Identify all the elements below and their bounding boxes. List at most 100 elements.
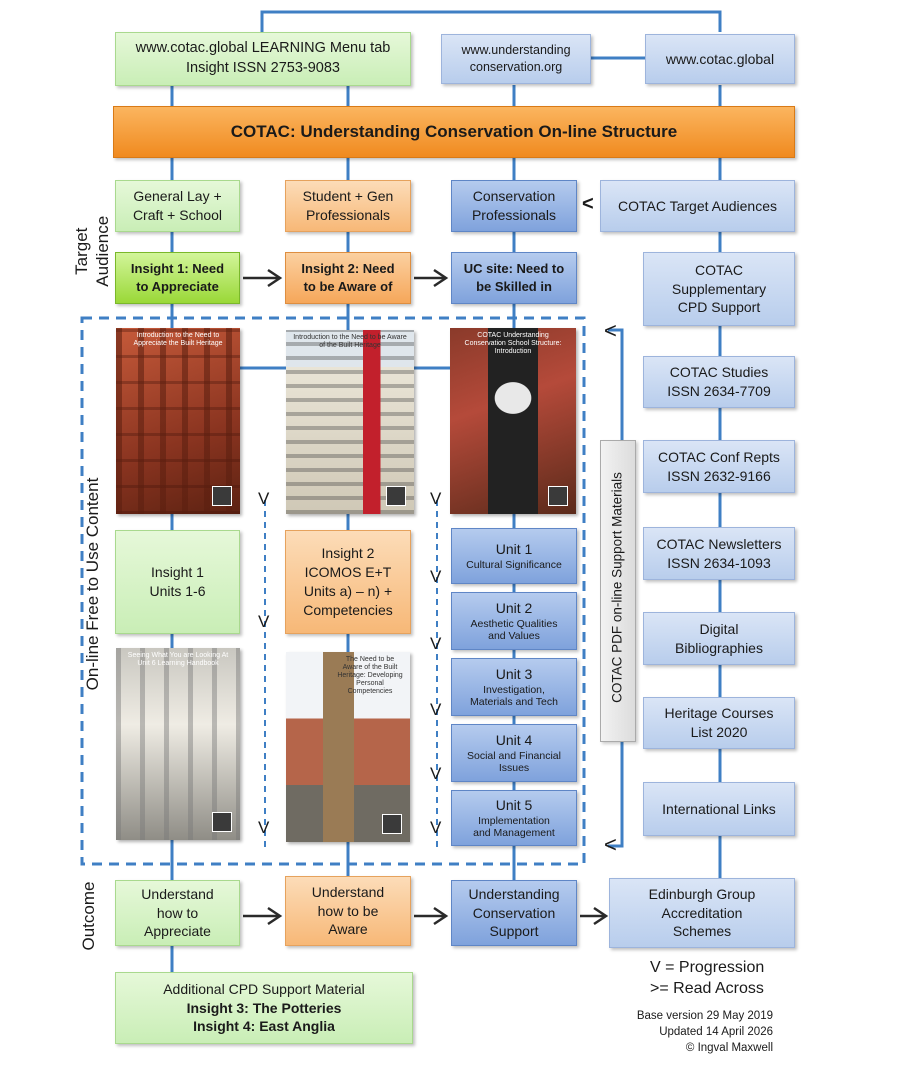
edinburgh-group-box[interactable]: Edinburgh Group Accreditation Schemes — [609, 878, 795, 948]
uc-skilled-line1: UC site: Need to — [463, 261, 565, 277]
unit-2-sub1: Aesthetic Qualities — [470, 617, 558, 630]
cotac-site-box[interactable]: www.cotac.global — [645, 34, 795, 84]
cover-uc-caption: COTAC Understanding Conservation School … — [464, 332, 562, 356]
legend: V = Progression >= Read Across — [650, 958, 764, 1000]
heritage-courses-line2: List 2020 — [690, 724, 748, 740]
additional-cpd-line2: Insight 3: The Potteries — [186, 999, 342, 1016]
insight2-icomos-line2: ICOMOS E+T — [304, 564, 392, 581]
version-footer: Base version 29 May 2019 Updated 14 Apri… — [637, 1008, 773, 1056]
insight2-icomos-line1: Insight 2 — [321, 545, 375, 562]
outcome-aware-line3: Aware — [328, 921, 368, 938]
edinburgh-group-line2: Accreditation — [661, 904, 743, 921]
unit-2-box[interactable]: Unit 2 Aesthetic Qualities and Values — [451, 592, 577, 650]
audience-conservation-line2: Professionals — [471, 207, 557, 223]
heritage-courses-line1: Heritage Courses — [664, 705, 774, 722]
unit-3-title: Unit 3 — [495, 665, 533, 682]
newsletters-box[interactable]: COTAC Newsletters ISSN 2634-1093 — [643, 527, 795, 580]
unit-3-sub1: Investigation, — [483, 683, 545, 696]
progression-marker: V — [430, 634, 442, 653]
outcome-appreciate-line2: how to — [156, 904, 199, 921]
cover-competencies-image[interactable]: The Need to be Aware of the Built Herita… — [286, 652, 410, 842]
unit-3-box[interactable]: Unit 3 Investigation, Materials and Tech — [451, 658, 577, 716]
insight1-units-box[interactable]: Insight 1 Units 1-6 — [115, 530, 240, 634]
cotac-target-audiences-box: COTAC Target Audiences — [600, 180, 795, 232]
outcome-aware-box: Understand how to be Aware — [285, 876, 411, 946]
cotac-studies-box[interactable]: COTAC Studies ISSN 2634-7709 — [643, 356, 795, 408]
cover-seeing-image[interactable]: Seeing What You are Looking At Unit 6 Le… — [116, 648, 240, 840]
unit-5-title: Unit 5 — [495, 796, 533, 813]
progression-marker: V — [430, 818, 442, 837]
cpd-support-line3: CPD Support — [677, 299, 761, 316]
unit-1-box[interactable]: Unit 1 Cultural Significance — [451, 528, 577, 584]
unit-1-title: Unit 1 — [495, 541, 533, 558]
cotac-site-label: www.cotac.global — [665, 50, 775, 67]
heritage-courses-box[interactable]: Heritage Courses List 2020 — [643, 697, 795, 749]
progression-marker: V — [430, 764, 442, 783]
cover-logo-icon — [382, 814, 402, 834]
audience-student-line1: Student + Gen — [302, 188, 394, 205]
progression-marker: V — [430, 567, 442, 586]
unit-5-sub2: and Management — [473, 827, 555, 840]
cover-uc-image[interactable]: COTAC Understanding Conservation School … — [450, 328, 576, 514]
unit-5-sub1: Implementation — [478, 814, 550, 827]
edinburgh-group-line1: Edinburgh Group — [648, 885, 756, 902]
pdf-support-box — [600, 440, 636, 742]
legend-read-across: >= Read Across — [650, 979, 764, 997]
insight2-need-line1: Insight 2: Need — [301, 261, 395, 277]
structure-banner: COTAC: Understanding Conservation On-lin… — [113, 106, 795, 158]
cover-logo-icon — [548, 486, 568, 506]
cover-logo-icon — [212, 486, 232, 506]
pdf-arrow-top: < — [604, 318, 617, 343]
pdf-support-text: COTAC PDF on-line Support Materials — [609, 472, 625, 703]
unit-4-box[interactable]: Unit 4 Social and Financial Issues — [451, 724, 577, 782]
uc-site-box[interactable]: www.understanding conservation.org — [441, 34, 591, 84]
insight1-need-box[interactable]: Insight 1: Need to Appreciate — [115, 252, 240, 304]
outcome-support-box: Understanding Conservation Support — [451, 880, 577, 946]
progression-marker: V — [430, 700, 442, 719]
cover-aware-image[interactable]: Introduction to the Need to be Aware of … — [286, 330, 414, 514]
international-links-box[interactable]: International Links — [643, 782, 795, 836]
uc-skilled-box[interactable]: UC site: Need to be Skilled in — [451, 252, 577, 304]
audience-conservation-line1: Conservation — [472, 188, 556, 205]
learning-menu-box[interactable]: www.cotac.global LEARNING Menu tab Insig… — [115, 32, 411, 86]
uc-site-line2: conservation.org — [469, 60, 563, 74]
insight1-units-line1: Insight 1 — [151, 564, 204, 581]
audience-lay-line1: General Lay + — [133, 188, 222, 205]
insight2-icomos-box[interactable]: Insight 2 ICOMOS E+T Units a) – n) + Com… — [285, 530, 411, 634]
insight1-need-line2: to Appreciate — [136, 279, 219, 294]
insight2-icomos-line3: Units a) – n) + — [303, 583, 393, 599]
cover-competencies-caption: The Need to be Aware of the Built Herita… — [337, 656, 403, 696]
insight2-need-box[interactable]: Insight 2: Need to be Aware of — [285, 252, 411, 304]
footer-base-version: Base version 29 May 2019 — [636, 1010, 773, 1022]
conf-repts-box[interactable]: COTAC Conf Repts ISSN 2632-9166 — [643, 440, 795, 493]
outcome-aware-line2: how to be — [317, 902, 379, 919]
cotac-studies-line1: COTAC Studies — [669, 364, 769, 381]
additional-cpd-box[interactable]: Additional CPD Support Material Insight … — [115, 972, 413, 1044]
bibliographies-box[interactable]: Digital Bibliographies — [643, 612, 795, 665]
progression-marker: V — [430, 489, 442, 508]
learning-menu-line1: www.cotac.global LEARNING Menu tab — [135, 40, 391, 57]
footer-copyright: © Ingval Maxwell — [685, 1042, 773, 1055]
unit-3-sub2: Materials and Tech — [470, 696, 558, 709]
cotac-studies-line2: ISSN 2634-7709 — [667, 383, 771, 399]
less-arrow: < — [582, 193, 594, 215]
bibliographies-line1: Digital — [699, 620, 739, 637]
banner-title: COTAC: Understanding Conservation On-lin… — [230, 121, 678, 141]
audience-lay-line2: Craft + School — [132, 207, 223, 223]
cover-appreciate-image[interactable]: Introduction to the Need to Appreciate t… — [116, 328, 240, 514]
unit-4-title: Unit 4 — [495, 731, 533, 748]
insight1-units-line2: Units 1-6 — [149, 583, 206, 599]
unit-4-sub1: Social and Financial — [467, 749, 561, 762]
outcome-support-line1: Understanding — [468, 885, 560, 902]
international-links-label: International Links — [662, 800, 776, 817]
cpd-support-box[interactable]: COTAC Supplementary CPD Support — [643, 252, 795, 326]
unit-5-box[interactable]: Unit 5 Implementation and Management — [451, 790, 577, 846]
insight1-need-line1: Insight 1: Need — [130, 261, 225, 277]
outcome-aware-line1: Understand — [311, 883, 385, 900]
cover-aware-caption: Introduction to the Need to be Aware of … — [293, 334, 407, 350]
edinburgh-group-line3: Schemes — [672, 923, 732, 940]
legend-progression: V = Progression — [650, 959, 765, 976]
progression-marker: V — [258, 818, 270, 837]
